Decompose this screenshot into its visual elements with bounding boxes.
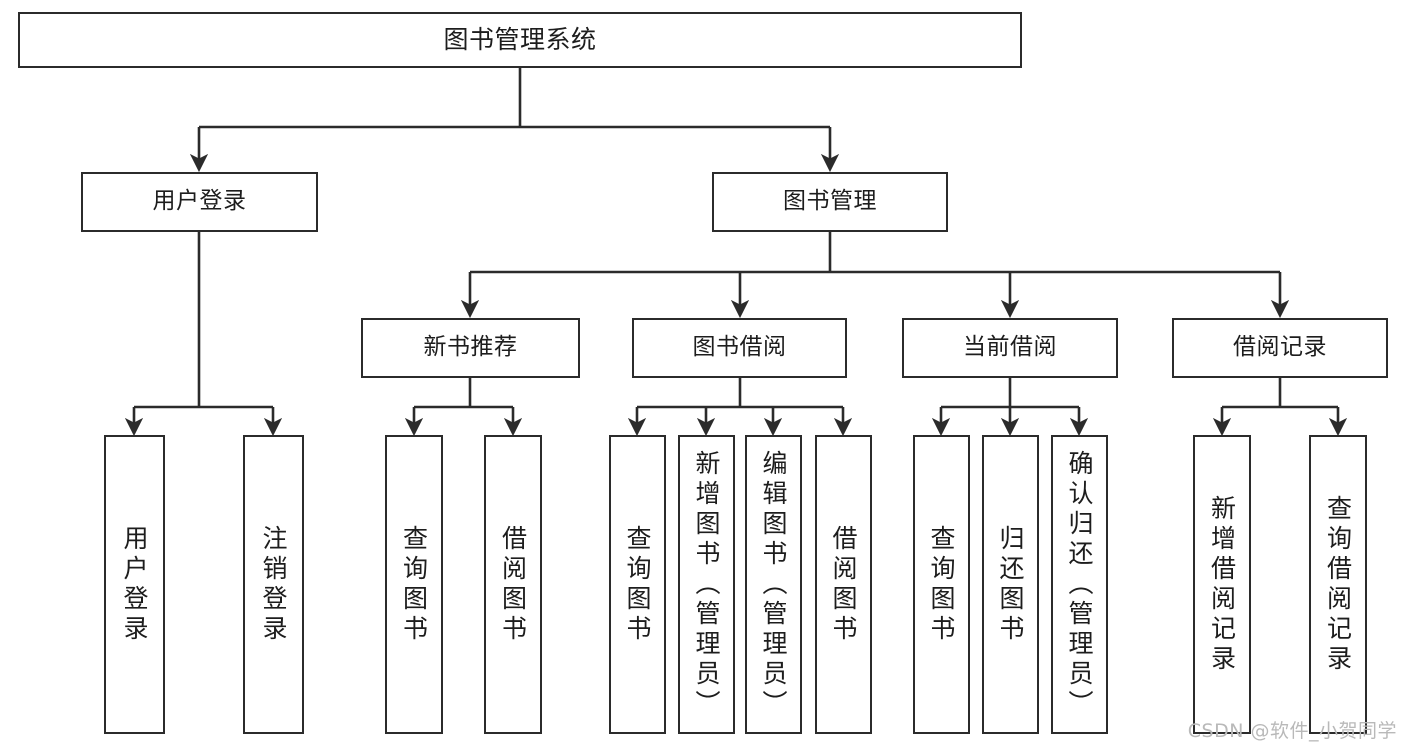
node-label: 确认归还（管理员） (1065, 449, 1094, 720)
node-label: 查询图书 (927, 524, 956, 645)
node-current-borrow[interactable]: 当前借阅 (902, 318, 1118, 378)
node-leaf-add-borrow-record[interactable]: 新增借阅记录 (1193, 435, 1251, 734)
node-label: 借阅图书 (829, 524, 858, 645)
node-book-borrow[interactable]: 图书借阅 (632, 318, 847, 378)
node-label: 新书推荐 (423, 334, 518, 361)
node-label: 查询图书 (623, 524, 652, 645)
node-leaf-add-book[interactable]: 新增图书（管理员） (678, 435, 735, 734)
node-label: 图书管理系统 (443, 25, 597, 54)
node-label: 查询借阅记录 (1323, 494, 1353, 675)
node-leaf-return-book[interactable]: 归还图书 (982, 435, 1039, 734)
node-new-book-recommend[interactable]: 新书推荐 (361, 318, 580, 378)
node-label: 图书借阅 (692, 334, 787, 361)
node-leaf-query-book-recommend[interactable]: 查询图书 (385, 435, 443, 734)
node-label: 图书管理 (783, 188, 877, 215)
node-leaf-confirm-return[interactable]: 确认归还（管理员） (1051, 435, 1108, 734)
csdn-watermark: CSDN @软件_小贺同学 (1187, 720, 1397, 742)
node-label: 编辑图书（管理员） (759, 449, 788, 720)
node-leaf-query-borrow-record[interactable]: 查询借阅记录 (1309, 435, 1367, 734)
node-leaf-logout[interactable]: 注销登录 (243, 435, 304, 734)
node-leaf-borrow-book-recommend[interactable]: 借阅图书 (484, 435, 542, 734)
node-leaf-borrow-book[interactable]: 借阅图书 (815, 435, 872, 734)
node-label: 用户登录 (120, 524, 149, 645)
node-borrow-record[interactable]: 借阅记录 (1172, 318, 1388, 378)
node-label: 用户登录 (152, 188, 247, 215)
node-label: 注销登录 (259, 524, 288, 645)
node-label: 借阅图书 (498, 524, 528, 645)
node-label: 查询图书 (399, 524, 429, 645)
node-label: 新增图书（管理员） (692, 449, 721, 720)
node-leaf-user-login[interactable]: 用户登录 (104, 435, 165, 734)
node-label: 新增借阅记录 (1207, 494, 1237, 675)
node-leaf-query-book-borrow[interactable]: 查询图书 (609, 435, 666, 734)
node-root-book-management-system[interactable]: 图书管理系统 (18, 12, 1022, 68)
node-leaf-edit-book[interactable]: 编辑图书（管理员） (745, 435, 802, 734)
node-label: 借阅记录 (1233, 334, 1327, 361)
node-leaf-query-book-current[interactable]: 查询图书 (913, 435, 970, 734)
node-user-login[interactable]: 用户登录 (81, 172, 318, 232)
node-label: 归还图书 (996, 524, 1025, 645)
node-book-management[interactable]: 图书管理 (712, 172, 948, 232)
node-label: 当前借阅 (963, 334, 1057, 361)
